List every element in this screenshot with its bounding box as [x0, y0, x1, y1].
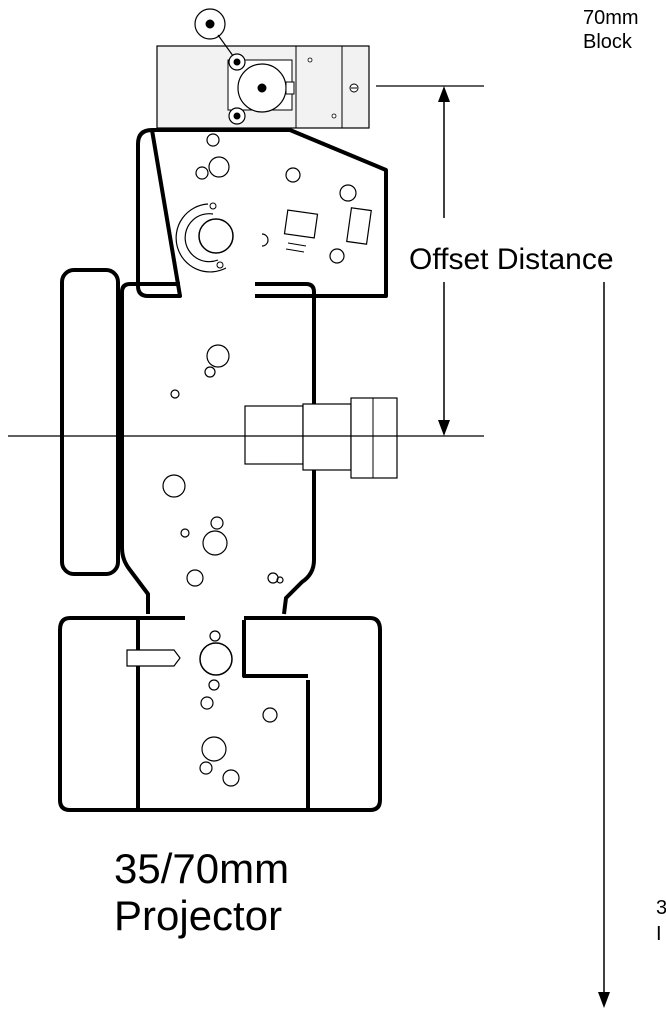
intermittent-sprocket — [198, 218, 234, 254]
reference-lines — [8, 85, 610, 1008]
lower-sprocket — [199, 642, 233, 676]
offset-distance-label: Offset Distance — [409, 243, 614, 276]
block-assembly — [156, 8, 370, 129]
projector-label-line1: 35/70mm — [114, 845, 290, 892]
block-label-line1: 70mm — [583, 7, 639, 29]
bottom-right-label-line2: I — [656, 923, 662, 945]
projector-base — [58, 616, 382, 812]
bottom-right-label-line1: 3 — [656, 897, 666, 919]
lens-assembly — [244, 397, 398, 479]
projector-head — [136, 128, 388, 298]
block-label-line2: Block — [583, 31, 632, 53]
upper-magazine — [60, 268, 120, 576]
projector-body — [120, 282, 316, 615]
projector-label-line2: Projector — [114, 892, 283, 939]
